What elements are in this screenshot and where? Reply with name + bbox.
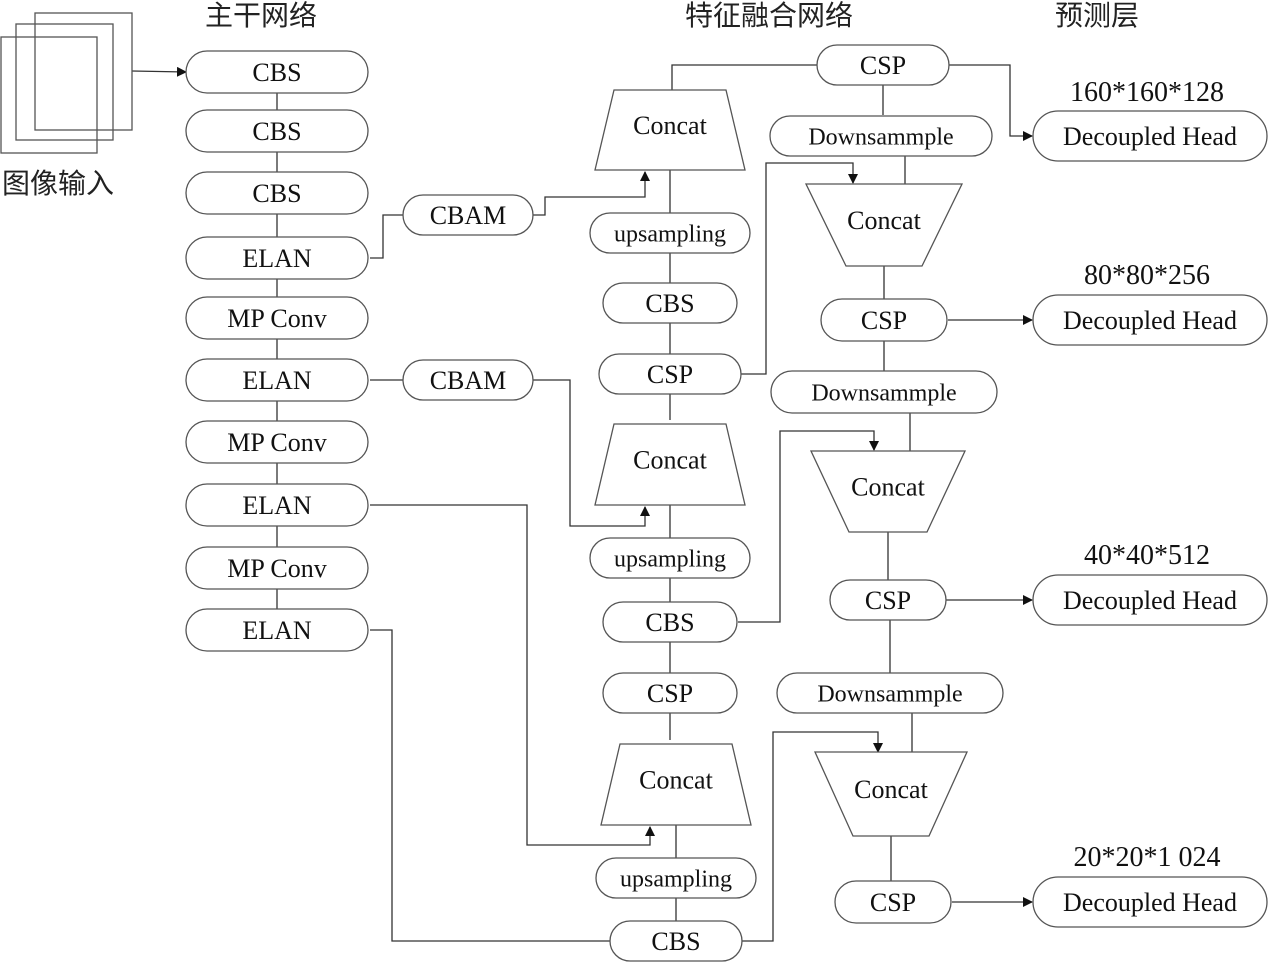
- head-title: 预测层: [1055, 0, 1139, 32]
- downsample: Downsammple: [769, 115, 993, 157]
- head-output-size: 40*40*512: [1084, 540, 1210, 571]
- backbone-cbs: CBS: [185, 171, 369, 215]
- backbone-elan-label: ELAN: [242, 366, 312, 395]
- cbs-label: CBS: [645, 608, 694, 637]
- downsample-label: Downsammple: [817, 681, 962, 707]
- cbs: CBS: [602, 601, 738, 643]
- upsampling: upsampling: [589, 212, 751, 254]
- csp: CSP: [598, 353, 742, 395]
- backbone-mp-conv: MP Conv: [185, 546, 369, 590]
- concat-up-label: Concat: [633, 446, 707, 475]
- backbone-elan-label: ELAN: [242, 616, 312, 645]
- cbs: CBS: [609, 920, 743, 962]
- backbone-cbs-label: CBS: [252, 117, 301, 146]
- backbone-mp-conv: MP Conv: [185, 420, 369, 464]
- decoupled-head: Decoupled Head: [1032, 294, 1268, 346]
- concat-down-label: Concat: [847, 206, 921, 235]
- backbone-cbs-label: CBS: [252, 179, 301, 208]
- cbs: CBS: [602, 282, 738, 324]
- head-output-size: 80*80*256: [1084, 260, 1210, 291]
- backbone-title: 主干网络: [205, 0, 317, 32]
- input-image-stack-icon: [0, 12, 133, 154]
- concat-up-label: Concat: [639, 766, 713, 795]
- backbone-elan: ELAN: [185, 236, 369, 280]
- decoupled-head-label: Decoupled Head: [1063, 306, 1237, 335]
- decoupled-head: Decoupled Head: [1032, 574, 1268, 626]
- concat-up: Concat: [594, 89, 746, 171]
- input-title: 图像输入: [2, 167, 114, 200]
- decoupled-head-label: Decoupled Head: [1063, 888, 1237, 917]
- section-titles: 主干网络 特征融合网络 预测层 图像输入: [2, 0, 1139, 200]
- csp: CSP: [834, 880, 952, 924]
- csp-label: CSP: [865, 586, 911, 615]
- concat-up: Concat: [600, 743, 752, 826]
- backbone-elan: ELAN: [185, 358, 369, 402]
- upsampling-label: upsampling: [620, 866, 732, 892]
- csp-label: CSP: [861, 306, 907, 335]
- upsampling: upsampling: [595, 857, 757, 899]
- concat-down: Concat: [813, 751, 969, 837]
- backbone-mp-conv-label: MP Conv: [227, 554, 326, 583]
- concat-down: Concat: [804, 183, 964, 267]
- backbone-elan: ELAN: [185, 483, 369, 527]
- cbam-module: CBAM: [402, 194, 534, 236]
- backbone-mp-conv: MP Conv: [185, 296, 369, 340]
- csp: CSP: [820, 298, 948, 342]
- csp: CSP: [602, 672, 738, 714]
- decoupled-head: Decoupled Head: [1032, 876, 1268, 928]
- upsampling-label: upsampling: [614, 221, 726, 247]
- csp-label: CSP: [860, 51, 906, 80]
- downsample: Downsammple: [770, 370, 998, 414]
- concat-up-label: Concat: [633, 111, 707, 140]
- cbam-module: CBAM: [402, 359, 534, 401]
- connectors: [131, 64, 1033, 942]
- backbone-elan-label: ELAN: [242, 491, 312, 520]
- cbam-module-label: CBAM: [430, 366, 507, 395]
- csp-label: CSP: [647, 360, 693, 389]
- decoupled-head: Decoupled Head: [1032, 110, 1268, 162]
- downsample: Downsammple: [776, 672, 1004, 714]
- concat-up: Concat: [594, 423, 746, 506]
- decoupled-head-label: Decoupled Head: [1063, 122, 1237, 151]
- backbone-cbs: CBS: [185, 109, 369, 153]
- backbone-mp-conv-label: MP Conv: [227, 428, 326, 457]
- cbs-label: CBS: [645, 289, 694, 318]
- concat-down: Concat: [809, 450, 967, 533]
- csp-label: CSP: [870, 888, 916, 917]
- downsample-label: Downsammple: [811, 380, 956, 406]
- neck-title: 特征融合网络: [685, 0, 853, 32]
- backbone-elan: ELAN: [185, 608, 369, 652]
- upsampling: upsampling: [589, 537, 751, 579]
- backbone-cbs-label: CBS: [252, 58, 301, 87]
- head-output-size: 160*160*128: [1070, 77, 1224, 108]
- decoupled-head-label: Decoupled Head: [1063, 586, 1237, 615]
- csp: CSP: [829, 579, 947, 621]
- concat-down-label: Concat: [854, 775, 928, 804]
- upsampling-label: upsampling: [614, 546, 726, 572]
- cbam-module-label: CBAM: [430, 201, 507, 230]
- csp: CSP: [816, 44, 950, 86]
- csp-label: CSP: [647, 679, 693, 708]
- downsample-label: Downsammple: [808, 124, 953, 150]
- head-output-size: 20*20*1 024: [1074, 842, 1221, 873]
- backbone-mp-conv-label: MP Conv: [227, 304, 326, 333]
- cbs-label: CBS: [651, 927, 700, 956]
- backbone-cbs: CBS: [185, 50, 369, 94]
- backbone-elan-label: ELAN: [242, 244, 312, 273]
- concat-down-label: Concat: [851, 473, 925, 502]
